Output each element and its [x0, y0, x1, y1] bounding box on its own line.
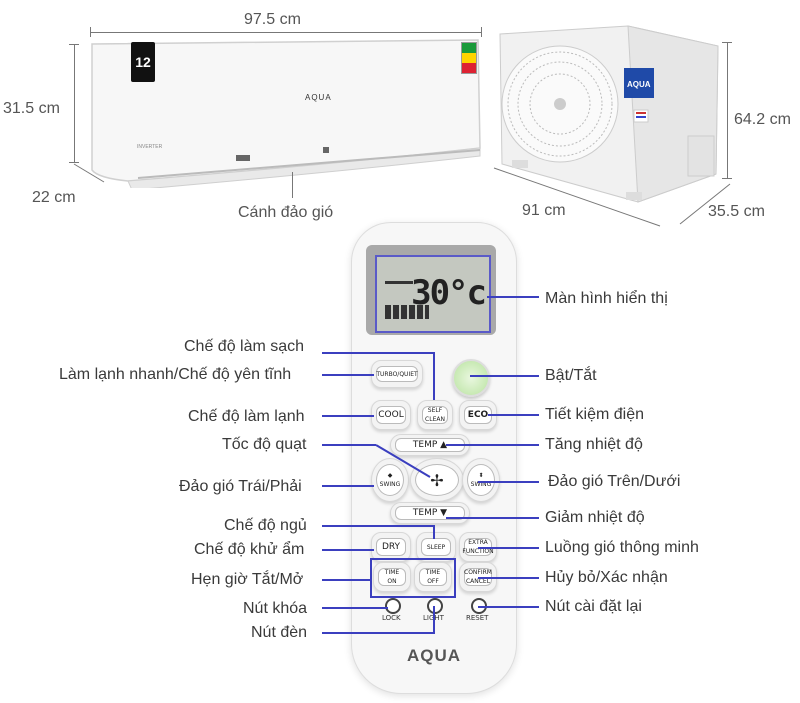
label-lock: Nút khóa	[243, 600, 308, 617]
swing-ud-icon: ⬍	[478, 472, 484, 479]
lock-label: LOCK	[382, 614, 401, 622]
energy-label	[461, 42, 477, 74]
dry-button[interactable]: DRY	[371, 532, 411, 562]
swing-lr-icon: ◆	[387, 472, 393, 479]
label-light: Nút đèn	[251, 624, 308, 641]
fan-speed-button[interactable]: ✢	[410, 458, 464, 502]
turbo-quiet-button[interactable]: TURBO/QUIET	[371, 360, 423, 388]
label-eco: Tiết kiệm điện	[545, 406, 644, 423]
outdoor-width-line	[493, 167, 661, 227]
outdoor-height-line	[727, 42, 728, 178]
indoor-unit	[88, 38, 483, 191]
label-dry: Chế độ khử ẩm	[194, 541, 305, 558]
louver-pointer	[292, 172, 293, 198]
lcd-mode-icon	[385, 281, 413, 298]
label-turbo: Làm lạnh nhanh/Chế độ yên tĩnh	[59, 366, 292, 383]
indoor-depth: 22 cm	[32, 189, 76, 206]
outdoor-depth: 35.5 cm	[708, 203, 765, 220]
label-fan: Tốc độ quạt	[222, 436, 307, 453]
remote-brand-logo: AQUA	[407, 646, 462, 665]
indoor-height-line	[74, 44, 75, 162]
label-temp-down: Giảm nhiệt độ	[545, 509, 645, 526]
label-swing-ud: Đảo gió Trên/Dưới	[548, 473, 681, 490]
label-cancel: Hủy bỏ/Xác nhận	[545, 569, 668, 586]
lock-button[interactable]	[385, 598, 401, 614]
louver-label: Cánh đảo gió	[238, 204, 334, 221]
cool-button[interactable]: COOL	[371, 400, 411, 430]
indoor-width: 97.5 cm	[244, 11, 301, 28]
label-swing-lr: Đảo gió Trái/Phải	[179, 478, 302, 495]
label-display: Màn hình hiển thị	[545, 290, 668, 307]
indoor-depth-line	[73, 163, 105, 183]
outdoor-unit	[498, 24, 720, 204]
label-cool: Chế độ làm lạnh	[188, 408, 305, 425]
swing-up-down-button[interactable]: ⬍SWING	[462, 458, 500, 502]
lcd-fan-bars	[385, 305, 429, 319]
power-button[interactable]	[452, 359, 490, 397]
label-self-clean: Chế độ làm sạch	[184, 338, 305, 355]
lcd-screen: 30°c	[375, 255, 491, 333]
indoor-height: 31.5 cm	[3, 100, 60, 117]
indoor-brand-logo: AQUA	[305, 93, 332, 102]
fan-icon: ✢	[415, 464, 459, 496]
outdoor-depth-line	[679, 183, 731, 225]
indoor-width-line	[90, 32, 482, 33]
temp-down-button[interactable]: TEMP ▼	[390, 502, 470, 524]
temp-up-button[interactable]: TEMP ▲	[390, 434, 470, 456]
outdoor-width: 91 cm	[522, 202, 566, 219]
label-sleep: Chế độ ngủ	[224, 517, 307, 534]
sleep-button[interactable]: SLEEP	[416, 532, 456, 562]
light-button[interactable]	[427, 598, 443, 614]
series-text: INVERTER	[137, 144, 163, 150]
label-timer: Hẹn giờ Tắt/Mở	[191, 571, 304, 588]
label-temp-up: Tăng nhiệt độ	[545, 436, 643, 453]
swing-left-right-button[interactable]: ◆SWING	[371, 458, 409, 502]
label-smart: Luồng gió thông minh	[545, 539, 699, 556]
reset-label: RESET	[466, 614, 489, 622]
outdoor-brand-logo: AQUA	[627, 80, 651, 89]
energy-badge: 12	[131, 42, 155, 82]
outdoor-height: 64.2 cm	[734, 111, 791, 128]
label-power: Bật/Tắt	[545, 367, 597, 384]
timer-group-outline	[370, 558, 456, 598]
label-reset: Nút cài đặt lại	[545, 598, 642, 615]
